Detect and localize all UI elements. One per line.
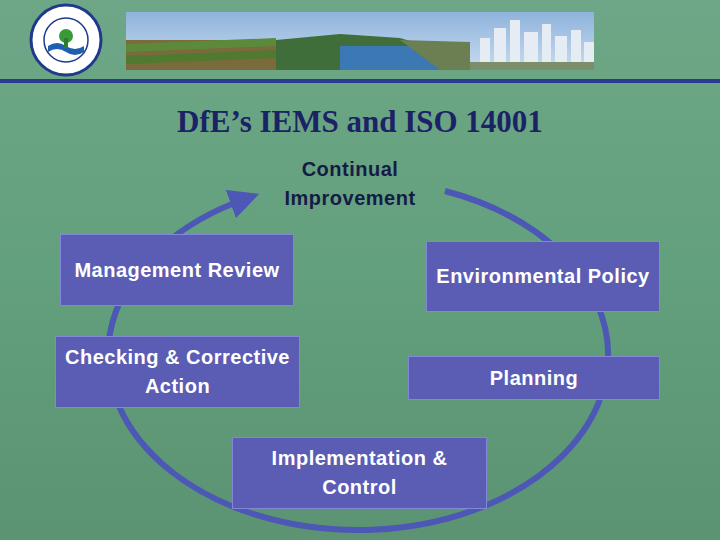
process-box: Management Review bbox=[60, 234, 294, 306]
process-box: Environmental Policy bbox=[426, 241, 660, 312]
box-text: Environmental Policy bbox=[436, 262, 649, 291]
slide-title: DfE’s IEMS and ISO 14001 bbox=[0, 104, 720, 140]
banner-photo bbox=[126, 12, 594, 70]
box-text: Management Review bbox=[74, 256, 279, 285]
box-text: Checking & Corrective Action bbox=[64, 343, 291, 401]
process-box: Checking & Corrective Action bbox=[55, 336, 300, 408]
header-rule bbox=[0, 79, 720, 83]
box-text: Implementation & Control bbox=[241, 444, 478, 502]
agency-logo bbox=[31, 5, 101, 75]
process-box: Planning bbox=[408, 356, 660, 400]
process-box: Implementation & Control bbox=[232, 437, 487, 509]
cycle-label: Continual Improvement bbox=[250, 155, 450, 213]
box-text: Planning bbox=[490, 364, 578, 393]
